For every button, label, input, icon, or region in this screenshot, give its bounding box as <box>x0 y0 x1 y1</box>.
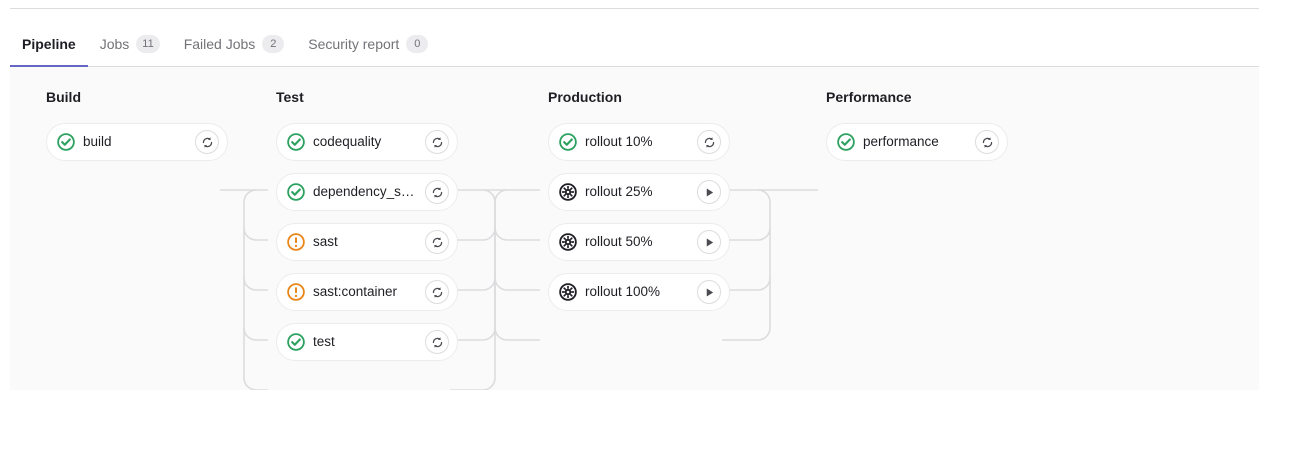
job-name: sast:container <box>313 284 398 299</box>
status-manual-icon <box>559 233 577 251</box>
status-success-icon <box>559 133 577 151</box>
tab-pipeline[interactable]: Pipeline <box>10 22 88 67</box>
job-action-play-button[interactable] <box>697 280 721 304</box>
pipeline-graph: Build build Test codequality dependency_s…sa… <box>10 67 1259 390</box>
job-name: codequality <box>313 134 382 149</box>
tab-label: Failed Jobs <box>183 36 256 52</box>
tab-badge: 0 <box>406 35 429 53</box>
job-action-retry-button[interactable] <box>195 130 219 154</box>
tab-badge: 2 <box>262 35 285 53</box>
tab-jobs[interactable]: Jobs 11 <box>88 22 172 66</box>
status-success-icon <box>287 333 305 351</box>
job-name: performance <box>863 134 939 149</box>
stage-job-list: rollout 10% rollout 25% rollout 50% rollout… <box>530 123 802 311</box>
pipeline-job[interactable]: rollout 50% <box>548 223 730 261</box>
play-icon <box>706 237 713 247</box>
pipeline-job[interactable]: sast:container <box>276 273 458 311</box>
pipeline-job[interactable]: rollout 100% <box>548 273 730 311</box>
job-name: sast <box>313 234 338 249</box>
stage-job-list: codequality dependency_s…sast sast:contain… <box>258 123 530 361</box>
retry-icon <box>432 136 442 148</box>
job-name: rollout 100% <box>585 284 661 299</box>
pipeline-job[interactable]: codequality <box>276 123 458 161</box>
stage-title: Production <box>548 89 622 105</box>
job-action-retry-button[interactable] <box>425 180 449 204</box>
status-success-icon <box>837 133 855 151</box>
play-icon <box>706 287 713 297</box>
retry-icon <box>432 186 442 198</box>
pipeline-job[interactable]: rollout 25% <box>548 173 730 211</box>
pipeline-stage: Test codequality dependency_s…sast sast:con… <box>258 67 530 373</box>
status-success-icon <box>57 133 75 151</box>
retry-icon <box>432 236 442 248</box>
status-manual-icon <box>559 283 577 301</box>
tab-badge: 11 <box>136 35 160 53</box>
pipeline-job[interactable]: sast <box>276 223 458 261</box>
job-action-play-button[interactable] <box>697 180 721 204</box>
retry-icon <box>432 336 442 348</box>
tab-label: Jobs <box>99 36 130 52</box>
job-name: test <box>313 334 335 349</box>
retry-icon <box>704 136 714 148</box>
stage-job-list: performance <box>808 123 1080 161</box>
job-name: build <box>83 134 112 149</box>
tab-label: Security report <box>308 36 400 52</box>
status-success-icon <box>287 183 305 201</box>
job-action-play-button[interactable] <box>697 230 721 254</box>
pipeline-job[interactable]: test <box>276 323 458 361</box>
tab-label: Pipeline <box>22 36 76 52</box>
top-divider <box>10 8 1259 9</box>
retry-icon <box>432 286 442 298</box>
status-manual-icon <box>559 183 577 201</box>
status-warning-icon <box>287 233 305 251</box>
pipeline-job[interactable]: rollout 10% <box>548 123 730 161</box>
pipeline-job[interactable]: build <box>46 123 228 161</box>
play-icon <box>706 187 713 197</box>
pipeline-stages: Build build Test codequality dependency_s…sa… <box>10 67 1259 390</box>
status-success-icon <box>287 133 305 151</box>
job-action-retry-button[interactable] <box>425 280 449 304</box>
job-name: rollout 10% <box>585 134 653 149</box>
tab-security-report[interactable]: Security report 0 <box>296 22 440 66</box>
stage-job-list: build <box>28 123 300 161</box>
pipeline-stage: Build build <box>28 67 300 173</box>
status-warning-icon <box>287 283 305 301</box>
job-action-retry-button[interactable] <box>425 230 449 254</box>
stage-title: Build <box>46 89 81 105</box>
job-name: rollout 50% <box>585 234 653 249</box>
stage-title: Performance <box>826 89 912 105</box>
job-action-retry-button[interactable] <box>425 330 449 354</box>
retry-icon <box>982 136 992 148</box>
job-name: dependency_s… <box>313 184 415 199</box>
stage-title: Test <box>276 89 304 105</box>
tab-failed-jobs[interactable]: Failed Jobs 2 <box>172 22 297 66</box>
job-action-retry-button[interactable] <box>425 130 449 154</box>
pipeline-job[interactable]: performance <box>826 123 1008 161</box>
pipeline-job[interactable]: dependency_s… <box>276 173 458 211</box>
pipeline-tab-bar: Pipeline Jobs 11 Failed Jobs 2 Security repor… <box>10 22 1259 67</box>
retry-icon <box>202 136 212 148</box>
pipeline-stage: Performance performance <box>808 67 1080 173</box>
job-action-retry-button[interactable] <box>975 130 999 154</box>
job-name: rollout 25% <box>585 184 653 199</box>
job-action-retry-button[interactable] <box>697 130 721 154</box>
